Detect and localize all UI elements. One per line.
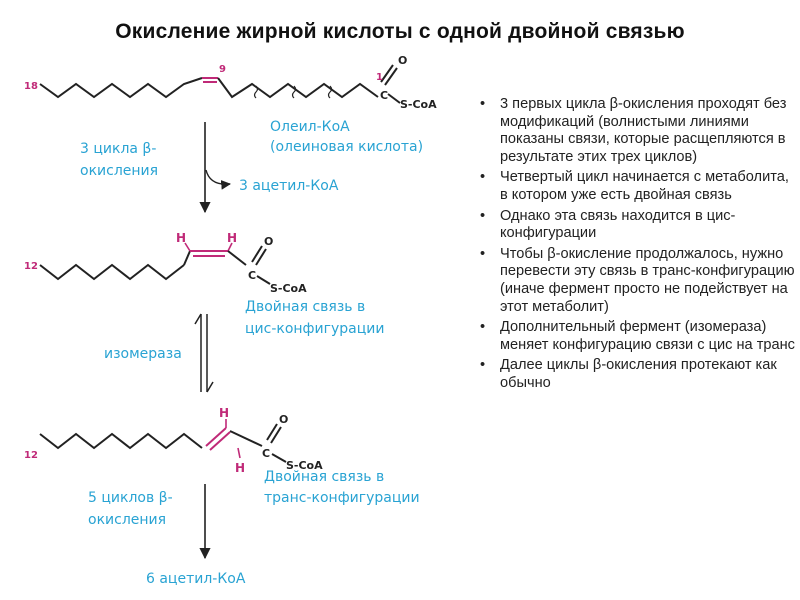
bullet-text: Далее циклы β-окисления протекают как об…	[500, 357, 777, 391]
trans-s-coa-label: S-CoA	[286, 459, 323, 472]
trans-double-bond	[205, 427, 227, 447]
five-cycles-label-line1: 5 циклов β-	[88, 490, 173, 506]
trans-carbon-12-label: 12	[24, 450, 38, 461]
bullet-item: • 3 первых цикла β-окисления проходят без…	[478, 96, 796, 166]
slide-title: Окисление жирной кислоты с одной двойной…	[115, 20, 685, 43]
oleoyl-coa-label: Олеил-КоА	[270, 119, 350, 135]
cis-h-right: H	[227, 231, 237, 245]
bullet-item: • Чтобы β-окисление продолжалось, нужно п…	[478, 246, 796, 316]
bullet-text: Дополнительный фермент (изомераза) меняе…	[500, 319, 795, 353]
oleoyl-coa-structure: 18 9 1 C O S-CoA	[24, 54, 437, 111]
trans-co-bond	[266, 423, 278, 441]
bullet-text: 3 первых цикла β-окисления проходят без …	[500, 96, 787, 165]
bullet-text: Чтобы β-окисление продолжалось, нужно пе…	[500, 245, 795, 315]
cis-intermediate-structure: 12 H H C O S-CoA	[24, 231, 307, 295]
cis-co-bond-second	[255, 248, 267, 266]
wavy-cleavage-marks	[253, 85, 333, 99]
bullet-symbol: •	[480, 207, 486, 224]
oleoyl-co-bond-second	[384, 67, 398, 86]
cis-cs-bond	[256, 275, 271, 285]
cis-carbonyl-oxygen: O	[264, 235, 273, 248]
bullet-item: • Четвертый цикл начинается с метаболита,…	[478, 169, 796, 204]
isomerase-label: изомераза	[104, 346, 182, 362]
trans-h-bond-bottom	[237, 447, 241, 459]
explanation-bullets: • 3 первых цикла β-окисления проходят без…	[478, 96, 796, 396]
oleic-acid-label: (олеиновая кислота)	[270, 139, 423, 155]
bullet-symbol: •	[480, 169, 486, 186]
cis-label-line1: Двойная связь в	[245, 299, 365, 315]
cis-h-bond-left	[184, 242, 191, 252]
cis-h-left: H	[176, 231, 186, 245]
trans-carbonyl-oxygen: O	[279, 413, 288, 426]
bullet-symbol: •	[480, 319, 486, 336]
carbon-9-label: 9	[219, 64, 226, 75]
cis-s-coa-label: S-CoA	[270, 282, 307, 295]
cis-carbonyl-carbon: C	[248, 269, 256, 282]
carbonyl-carbon: C	[380, 89, 388, 102]
three-acetyl-coa-label: 3 ацетил-КоА	[239, 178, 339, 194]
trans-h-bottom: H	[235, 461, 245, 475]
carbonyl-oxygen: O	[398, 54, 407, 67]
six-acetyl-coa-label: 6 ацетил-КоА	[146, 571, 246, 587]
bullet-symbol: •	[480, 245, 486, 262]
oleoyl-chain-left	[39, 77, 203, 99]
bullet-text: Четвертый цикл начинается с метаболита, …	[500, 169, 789, 203]
trans-intermediate-structure: 12 H H C O S-CoA	[24, 406, 323, 475]
five-cycles-label-line2: окисления	[88, 512, 166, 528]
cis-bond-to-double	[183, 250, 191, 266]
bullet-text: Однако эта связь находится в цис-конфигу…	[500, 207, 736, 242]
oleoyl-co-bond	[380, 64, 394, 83]
trans-label-line1: Двойная связь в	[264, 469, 384, 485]
carbon-18-label: 18	[24, 81, 38, 92]
oleoyl-cs-bond	[387, 93, 401, 104]
trans-cs-bond	[271, 453, 287, 463]
bullet-symbol: •	[480, 96, 486, 112]
oleoyl-chain-right	[217, 77, 379, 99]
cis-carbon-12-label: 12	[24, 261, 38, 272]
trans-label-line2: транс-конфигурации	[264, 490, 420, 506]
s-coa-label: S-CoA	[400, 98, 437, 111]
trans-carbonyl-carbon: C	[262, 447, 270, 460]
trans-bond-to-carbonyl	[229, 430, 263, 447]
three-cycles-label-line2: окисления	[80, 163, 158, 179]
trans-h-top: H	[219, 406, 229, 420]
cis-h-bond-right	[227, 242, 233, 252]
bullet-symbol: •	[480, 357, 486, 374]
cis-chain	[39, 263, 185, 281]
cis-bond-to-carbonyl	[227, 250, 247, 266]
three-cycles-label-line1: 3 цикла β-	[80, 141, 156, 157]
cis-co-bond	[251, 245, 263, 263]
cis-label-line2: цис-конфигурации	[245, 321, 384, 337]
trans-co-bond-second	[270, 426, 282, 444]
carbon-1-label: 1	[376, 72, 383, 83]
trans-double-bond-second	[209, 431, 231, 451]
bullet-item: • Дополнительный фермент (изомераза) меня…	[478, 319, 796, 354]
bullet-item: • Далее циклы β-окисления протекают как о…	[478, 357, 796, 392]
arrow-acetyl-branch	[205, 169, 231, 190]
bullet-item: • Однако эта связь находится в цис-конфиг…	[478, 208, 796, 243]
trans-chain	[39, 432, 203, 450]
isomerase-equilibrium-arrows	[194, 313, 214, 393]
